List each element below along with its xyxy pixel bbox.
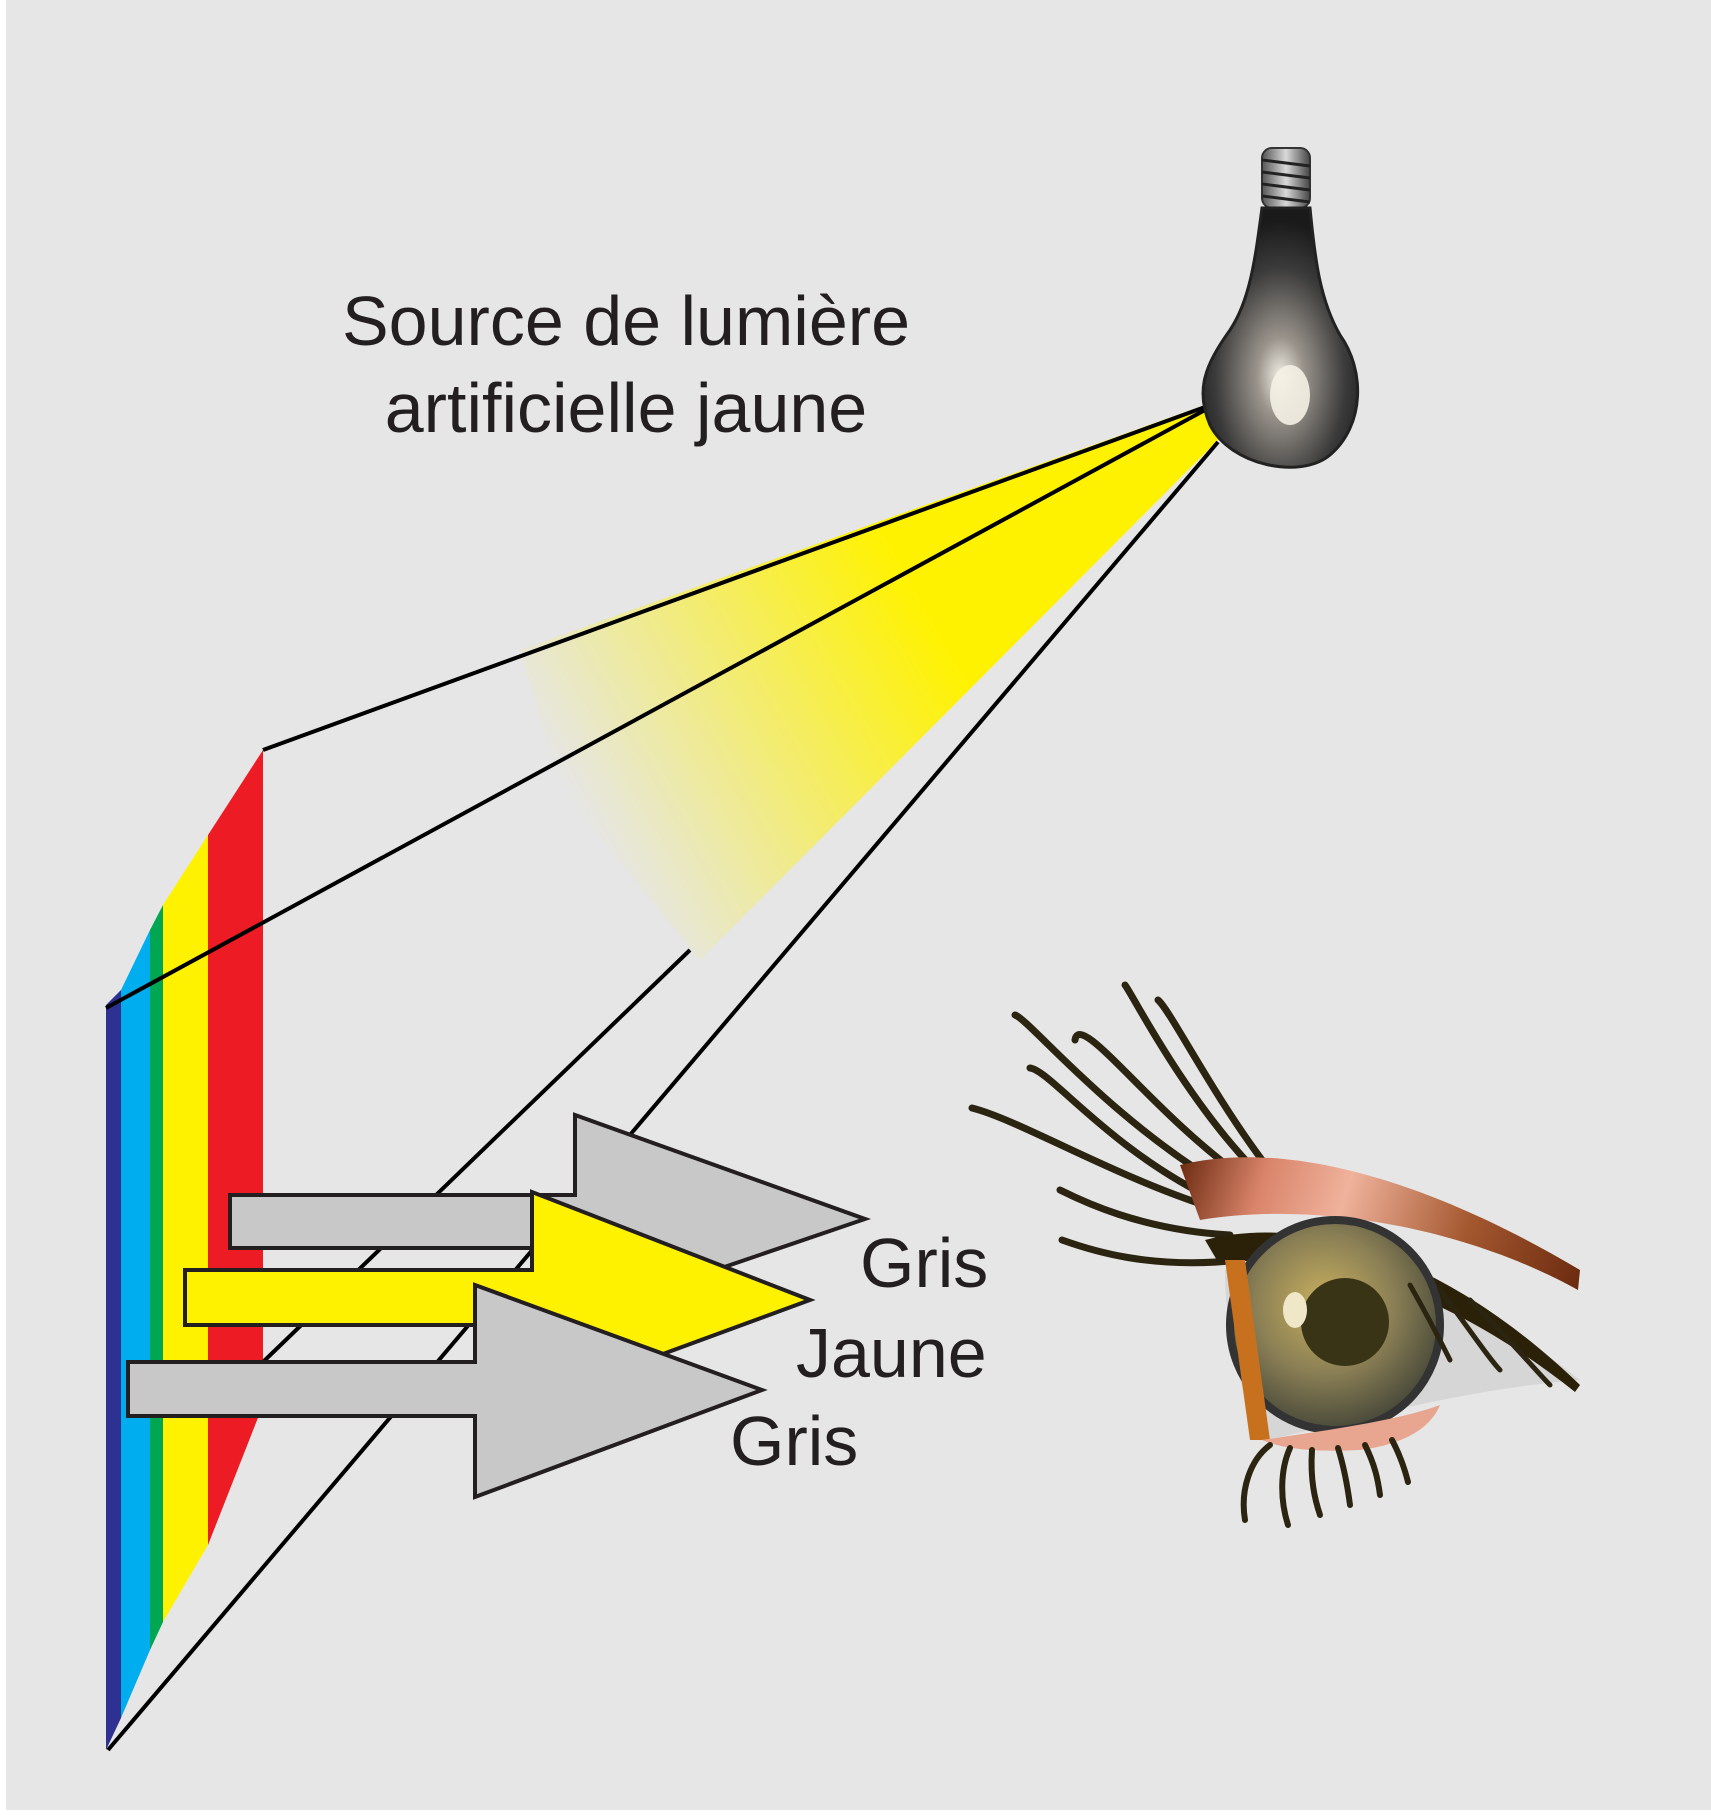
beam-lines bbox=[105, 405, 1220, 1752]
eye-icon bbox=[968, 981, 1580, 1528]
beam-line-top bbox=[262, 405, 1206, 752]
beam-line-middle bbox=[105, 408, 1206, 1010]
arrow-label-gris-top: Gris bbox=[860, 1224, 988, 1302]
spectrum-band-blue bbox=[121, 930, 150, 1718]
title-line-2: artificielle jaune bbox=[385, 369, 867, 447]
title-line-1: Source de lumière bbox=[342, 282, 910, 360]
color-spectrum-surface bbox=[106, 750, 263, 1750]
arrow-gris-bottom bbox=[126, 1282, 768, 1500]
light-bulb-icon bbox=[1201, 147, 1360, 469]
arrow-label-jaune: Jaune bbox=[796, 1314, 987, 1392]
spectrum-band-green bbox=[150, 905, 163, 1650]
arrow-label-gris-bottom: Gris bbox=[730, 1402, 858, 1480]
light-beam bbox=[520, 405, 1218, 960]
background bbox=[6, 0, 1711, 1810]
reflection-arrows bbox=[126, 1112, 872, 1500]
spectrum-band-yellow bbox=[163, 835, 208, 1622]
spectrum-band-red bbox=[208, 750, 263, 1545]
beam-line-bottom bbox=[106, 440, 1220, 1752]
spectrum-band-violet bbox=[106, 990, 121, 1750]
